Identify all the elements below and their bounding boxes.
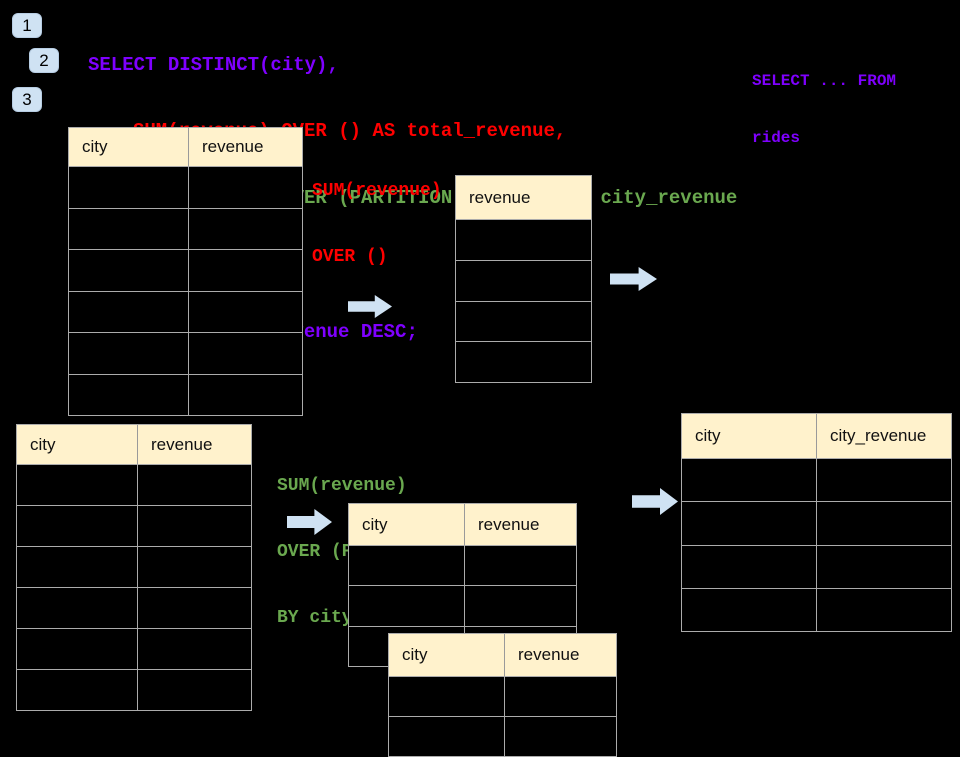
column-header-city: city [30, 434, 56, 454]
table-row [69, 290, 302, 332]
sql-line-select: SELECT DISTINCT(city), [88, 53, 339, 76]
table-header: city revenue [69, 128, 302, 166]
column-header-city: city [362, 514, 388, 534]
step-badge-3-label: 3 [22, 89, 32, 109]
table-row [17, 464, 251, 505]
table-row [17, 587, 251, 628]
step-badge-3: 3 [12, 87, 42, 112]
annotation-total-line-1: SUM(revenue) [312, 181, 442, 201]
table-row [456, 341, 591, 382]
column-header-revenue: revenue [464, 504, 576, 545]
annotation-sum-over-all: SUM(revenue) OVER () [312, 136, 442, 290]
total-revenue-result-table: revenue [455, 175, 592, 383]
table-row [456, 259, 591, 301]
step-badge-1: 1 [12, 13, 42, 38]
table-row [389, 716, 616, 756]
partition-table-b: city revenue [388, 633, 617, 757]
step-badge-1-label: 1 [22, 15, 32, 35]
annotation-partition-line-1: SUM(revenue) [277, 476, 407, 496]
table-row [682, 544, 951, 588]
arrow-right-icon [348, 295, 392, 318]
column-header-city: city [695, 426, 721, 445]
column-header-city: city [402, 645, 428, 664]
table-row [456, 300, 591, 342]
table-row [17, 628, 251, 669]
table-header: city revenue [349, 504, 576, 545]
side-note-line-1: SELECT ... FROM [752, 72, 897, 90]
table-row [349, 545, 576, 586]
table-row [349, 585, 576, 626]
table-row [69, 166, 302, 208]
table-row [17, 546, 251, 587]
column-header-revenue: revenue [504, 634, 616, 676]
table-row [389, 676, 616, 716]
table-row [17, 669, 251, 710]
column-header-revenue: revenue [469, 187, 531, 207]
step-badge-2-label: 2 [39, 50, 49, 70]
arrow-right-icon [632, 488, 678, 515]
arrow-right-icon [287, 509, 332, 535]
table-row [682, 458, 951, 502]
arrow-right-icon [610, 267, 657, 291]
annotation-total-line-2: OVER () [312, 247, 388, 267]
table-row [17, 505, 251, 546]
table-header: city revenue [17, 425, 251, 464]
table-header: city city_revenue [682, 414, 951, 458]
source-table-top: city revenue [68, 127, 303, 416]
table-row [69, 332, 302, 374]
table-row [682, 501, 951, 545]
source-table-bottom: city revenue [16, 424, 252, 711]
column-header-city-revenue: city_revenue [816, 414, 951, 458]
column-header-revenue: revenue [188, 128, 302, 166]
side-note-select-from-rides: SELECT ... FROM rides [752, 34, 896, 167]
column-header-revenue: revenue [137, 425, 251, 464]
table-header: revenue [456, 176, 591, 219]
table-header: city revenue [389, 634, 616, 676]
step-badge-2: 2 [29, 48, 59, 73]
table-row [456, 219, 591, 260]
table-row [69, 207, 302, 249]
table-row [69, 249, 302, 291]
table-row [69, 373, 302, 415]
city-revenue-result-table: city city_revenue [681, 413, 952, 632]
table-row [682, 587, 951, 631]
side-note-line-2: rides [752, 129, 801, 147]
column-header-city: city [82, 137, 108, 156]
